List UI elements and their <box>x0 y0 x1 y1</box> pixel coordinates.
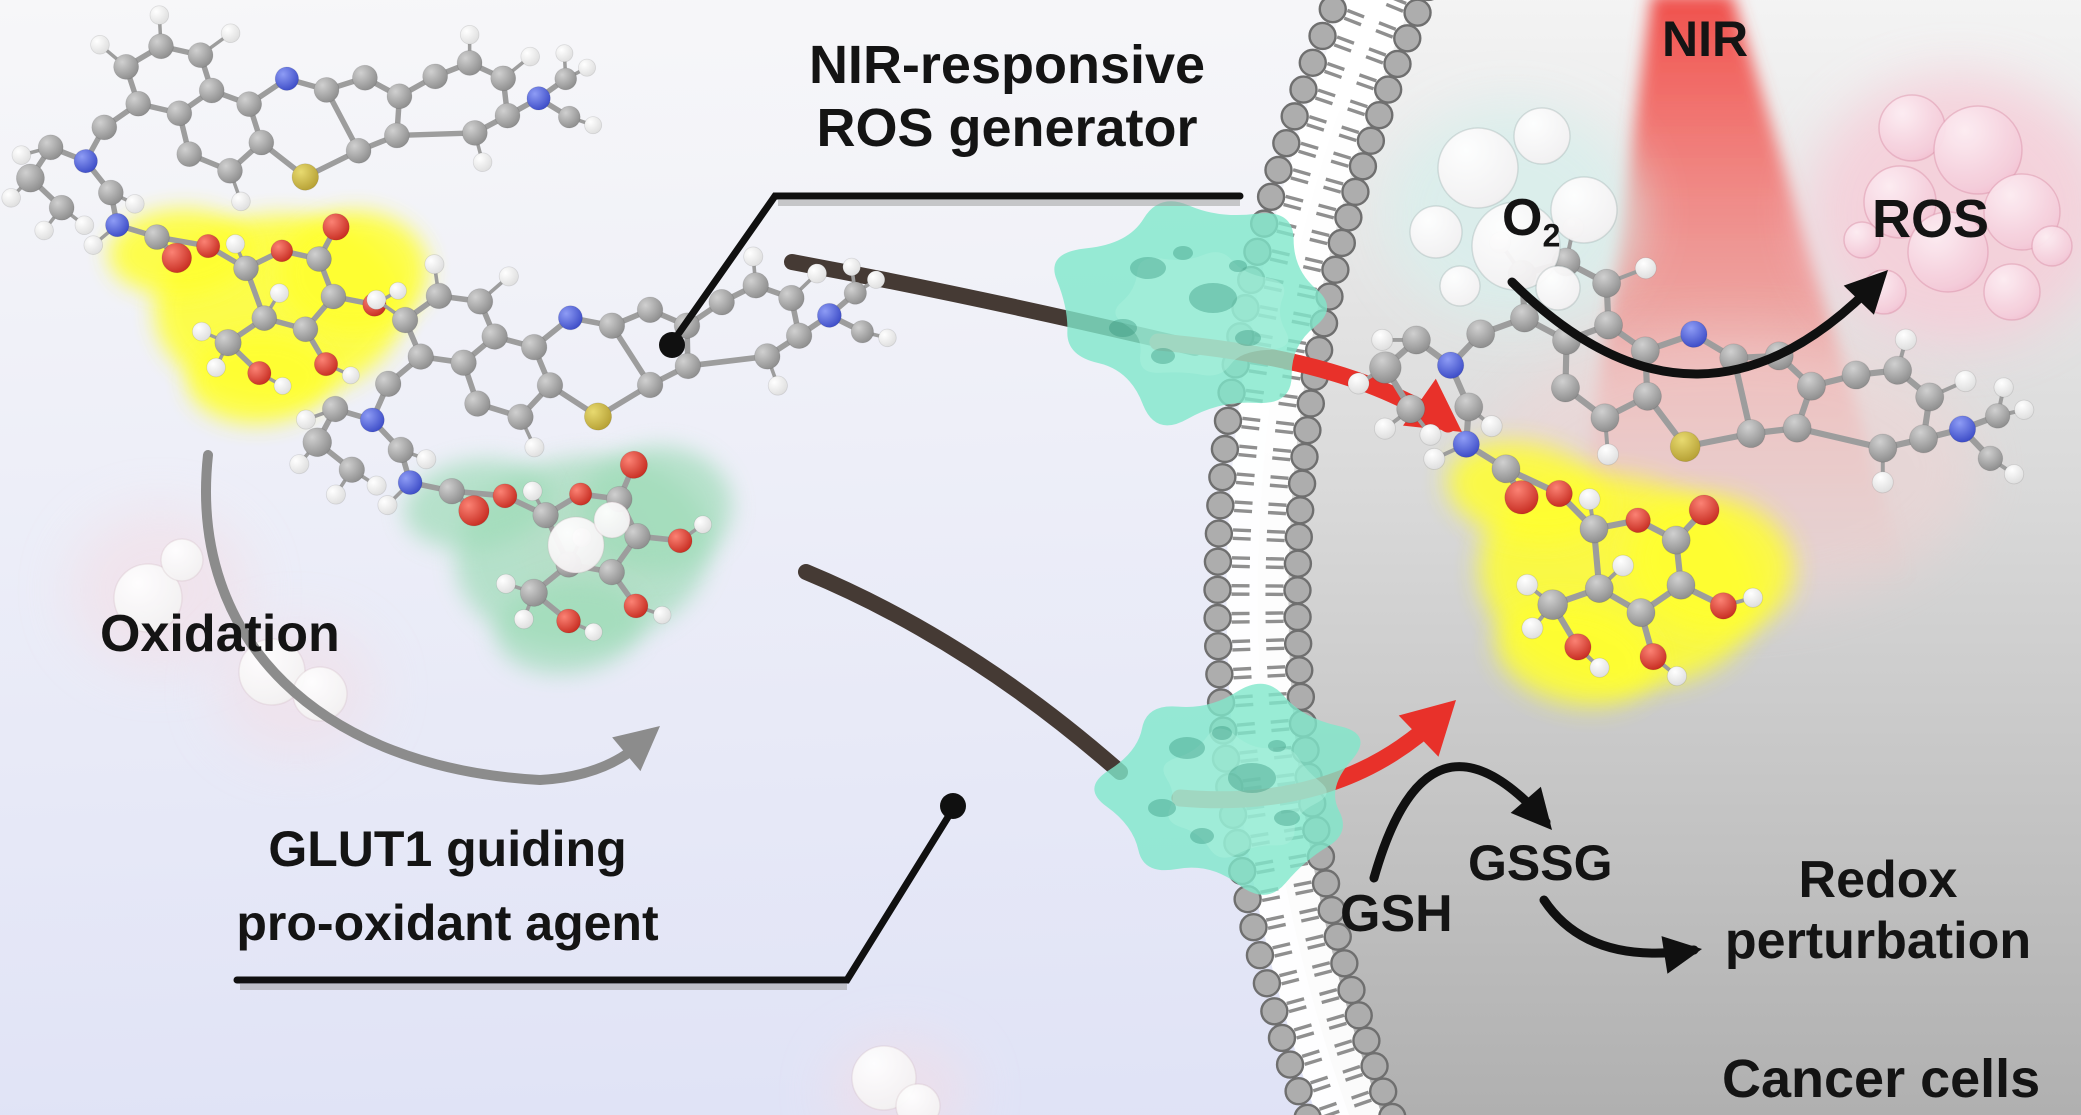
gssg-to-redox-arrow <box>1539 895 1702 974</box>
glut1-transporter-lower <box>1094 683 1361 895</box>
nir-callout-line <box>659 192 1244 358</box>
oxygen-label: O2 <box>1502 189 1561 254</box>
probe-molecule-reduced <box>1 5 603 424</box>
gssg-label: GSSG <box>1468 835 1613 891</box>
nir-label: NIR <box>1662 11 1749 67</box>
probe-molecule-intracellular <box>1347 216 2035 706</box>
ros-bubbles <box>1843 94 2073 321</box>
redox-perturbation-label: Redox perturbation <box>1724 851 2032 970</box>
gsh-to-gssg-arrow <box>1369 762 1552 883</box>
o2-to-ros-arrow <box>1507 270 1888 379</box>
oxidation-arrow <box>201 450 660 786</box>
glut1-pro-oxidant-label: GLUT1 guiding pro-oxidant agent <box>236 821 659 951</box>
oxygen-bubbles <box>1409 107 1618 311</box>
glut1-transporter-upper <box>1054 201 1328 426</box>
cancer-cells-label: Cancer cells <box>1722 1049 2041 1109</box>
glut1-callout-line <box>233 793 966 990</box>
nir-ros-generator-label: NIR-responsive ROS generator <box>808 35 1206 158</box>
gsh-label: GSH <box>1340 885 1453 943</box>
oxidation-label: Oxidation <box>100 605 340 663</box>
ros-label: ROS <box>1872 189 1990 249</box>
